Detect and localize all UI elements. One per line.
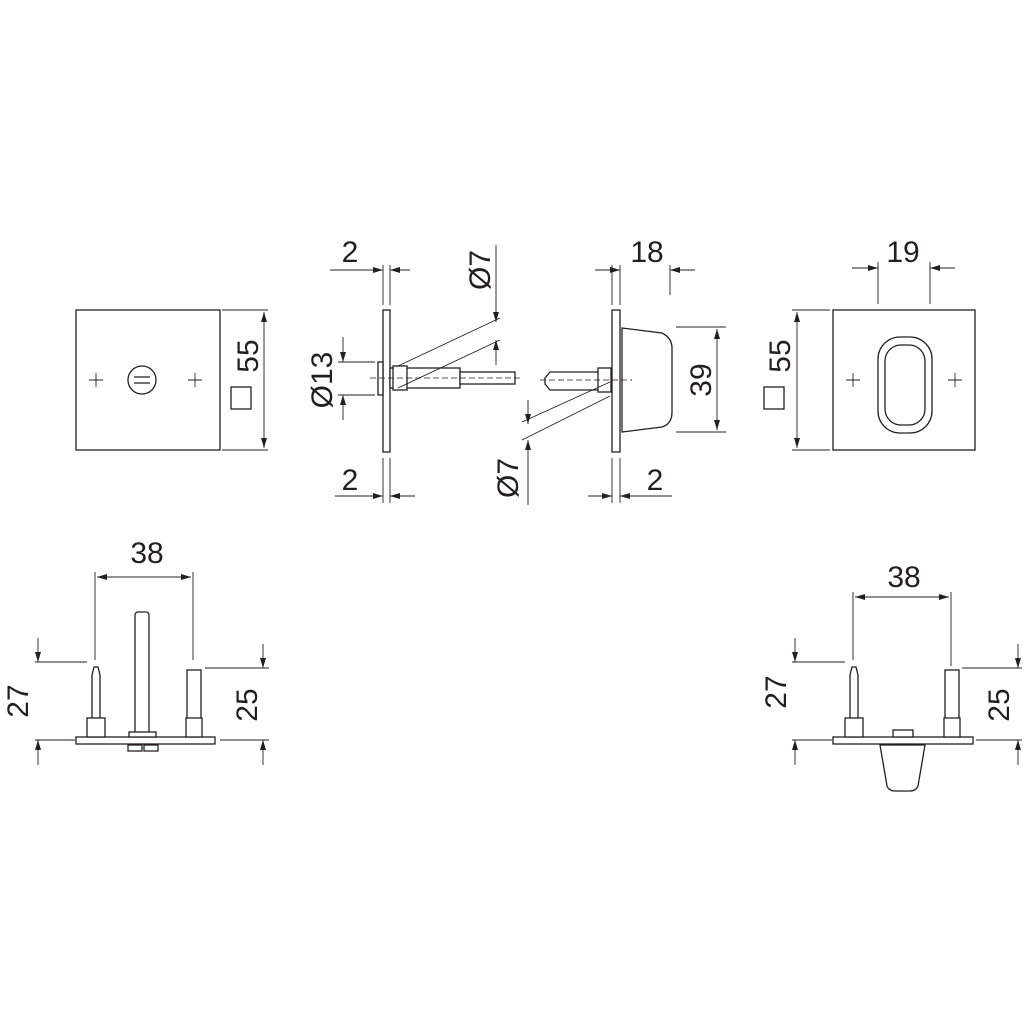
dim-18: 18: [630, 236, 663, 269]
dim-19: 19: [886, 236, 919, 269]
dim-27-right: 27: [760, 675, 793, 708]
bottom-view-turn: 38 27 25: [760, 561, 1022, 792]
dim-25-left: 25: [231, 688, 264, 721]
dim-dia-7-bottom: Ø7: [492, 458, 525, 498]
dim-27-left: 27: [2, 684, 35, 717]
square-symbol-right: [763, 386, 785, 410]
dim-38-right: 38: [887, 561, 920, 594]
dim-2-top-left: 2: [342, 236, 359, 269]
dim-2-bottom-right: 2: [647, 464, 664, 497]
bottom-view-release: 38 27 25: [2, 537, 269, 765]
dim-55-right: 55: [764, 339, 797, 372]
dim-25-right: 25: [983, 688, 1016, 721]
screw-hole-marks: [89, 373, 202, 387]
side-view-turn-knob: 18 39 2 Ø7: [492, 236, 726, 505]
side-view-release: 2 2 Ø13 Ø7: [306, 236, 520, 503]
dim-2-bottom-left: 2: [342, 464, 359, 497]
front-view-release-rosette: 55: [75, 309, 268, 451]
dim-dia-13: Ø13: [306, 352, 339, 409]
square-symbol: [230, 386, 252, 410]
dim-55-left: 55: [232, 339, 265, 372]
dim-dia-7-top: Ø7: [464, 250, 497, 290]
dim-38-left: 38: [130, 537, 163, 570]
front-view-turn-rosette: 19 55: [763, 236, 976, 451]
dim-39: 39: [685, 363, 718, 396]
